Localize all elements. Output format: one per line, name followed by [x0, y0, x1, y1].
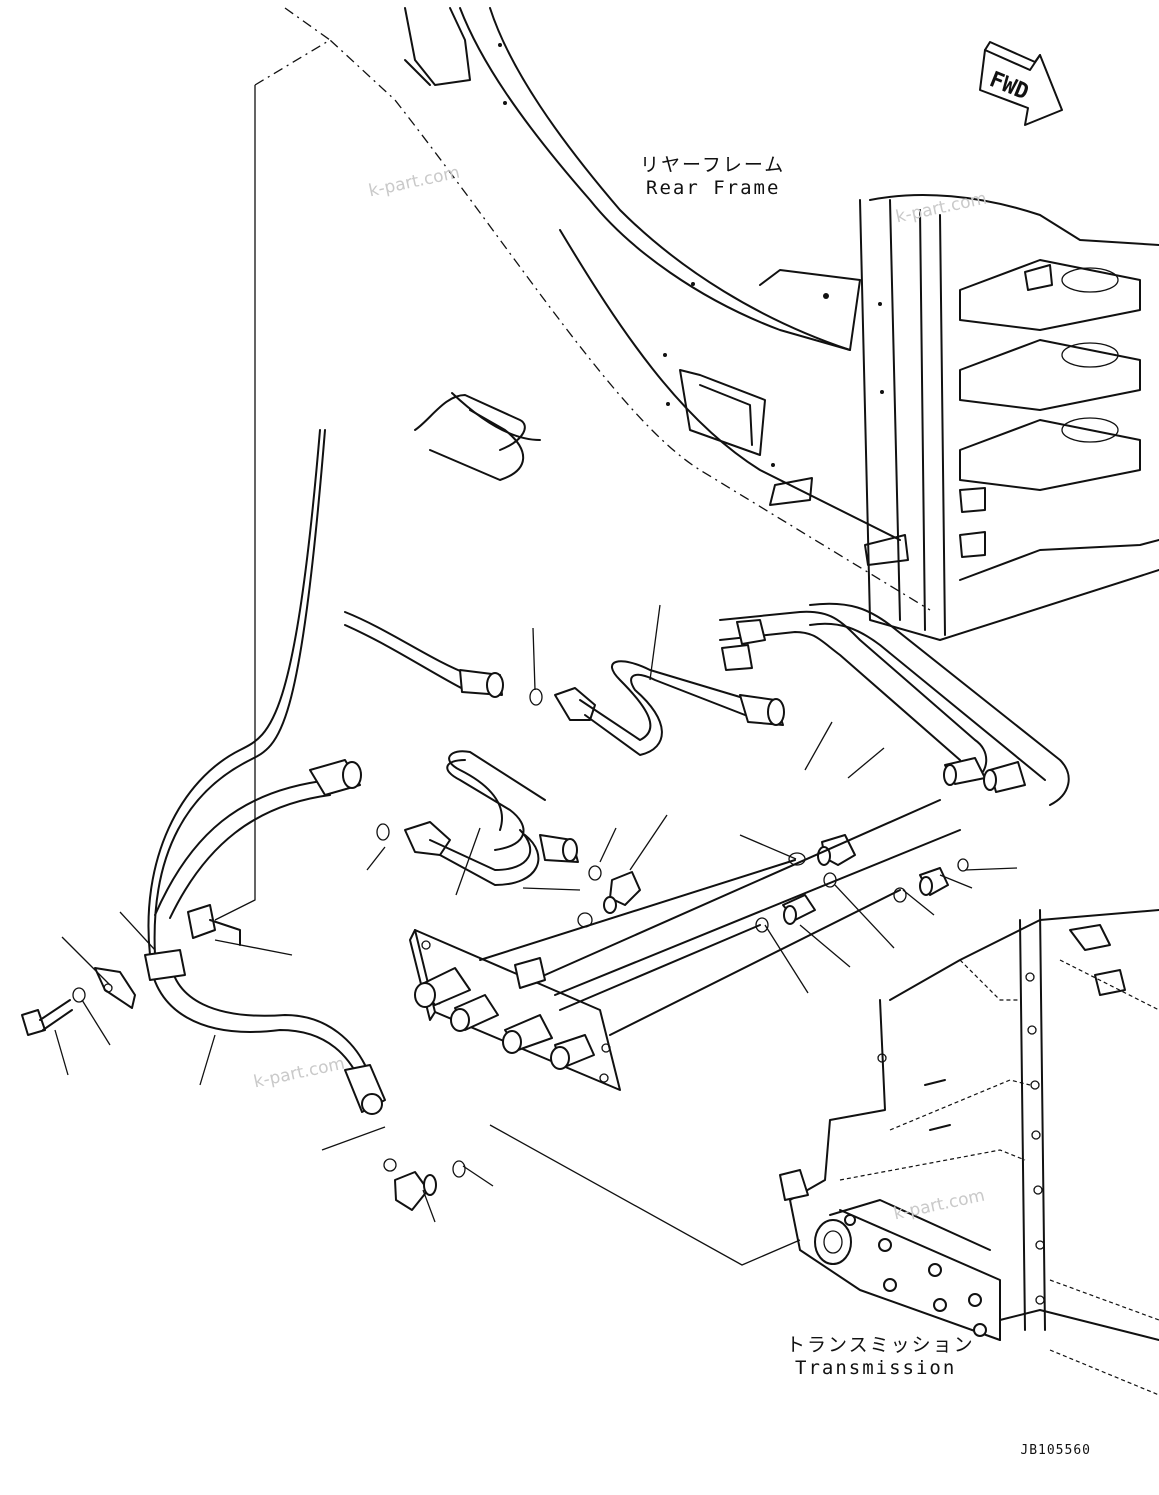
transmission: [779, 909, 1159, 1396]
leader-lines: [54, 85, 1018, 1266]
fittings: [383, 834, 969, 1211]
upper-hoses: [344, 392, 1070, 886]
left-hose: [21, 429, 386, 1115]
rear-frame-label-jp: リヤーフレーム: [640, 154, 786, 176]
fwd-arrow-icon: FWD: [979, 41, 1063, 126]
drawing-code: JB105560: [1020, 1443, 1091, 1458]
rear-frame-label-en: Rear Frame: [646, 177, 781, 199]
rear-frame: [254, 7, 1159, 641]
transmission-label-jp: トランスミッション: [786, 1334, 975, 1356]
manifold-plate: [409, 799, 961, 1091]
transmission-label-en: Transmission: [795, 1357, 957, 1379]
